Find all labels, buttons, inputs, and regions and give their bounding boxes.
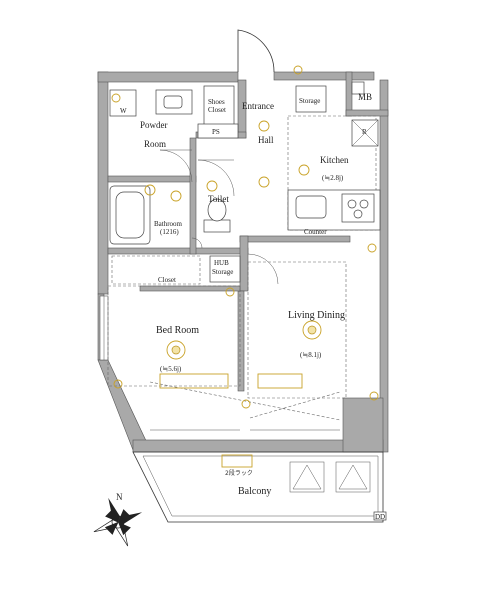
label-storage-mid: Storage <box>212 268 233 276</box>
fixtures <box>109 81 381 389</box>
label-closet: Closet <box>158 276 176 284</box>
compass-rose <box>93 497 143 547</box>
label-kitchen-area: (≒2.8j) <box>322 174 344 182</box>
label-closet-shoes: Closet <box>208 106 226 114</box>
label-balcony: Balcony <box>238 486 271 497</box>
label-powder: Powder <box>140 120 168 130</box>
label-mb: MB <box>358 92 372 102</box>
label-fridge: R <box>362 128 367 136</box>
light-fixtures <box>111 65 379 409</box>
label-toilet: Toilet <box>208 194 229 204</box>
label-storage-top: Storage <box>299 97 320 105</box>
label-shoes: Shoes <box>208 98 225 106</box>
label-hall: Hall <box>258 135 274 145</box>
label-entrance: Entrance <box>242 101 274 111</box>
label-bed-room: Bed Room <box>156 325 199 336</box>
label-powder-room: Room <box>144 139 166 149</box>
label-bathroom: Bathroom <box>154 220 183 228</box>
compass-north-label: N <box>116 492 123 502</box>
balcony-area <box>132 451 387 523</box>
label-hub: HUB <box>214 259 229 267</box>
room-labels: Entrance Hall Shoes Closet Storage MB PS… <box>120 92 385 521</box>
label-bed-room-area: (≒5.6j) <box>160 365 182 373</box>
label-living-dining-area: (≒8.1j) <box>300 351 322 359</box>
label-ps: PS <box>212 128 220 136</box>
label-dd: DD <box>375 513 385 521</box>
label-living-dining: Living Dining <box>288 310 345 321</box>
label-bathroom-size: (1216) <box>160 228 179 236</box>
label-washer: W <box>120 107 127 115</box>
walls <box>97 71 389 453</box>
label-balcony-rack: 2段ラック <box>225 469 253 477</box>
label-counter: Counter <box>304 228 327 236</box>
label-kitchen: Kitchen <box>320 155 349 165</box>
